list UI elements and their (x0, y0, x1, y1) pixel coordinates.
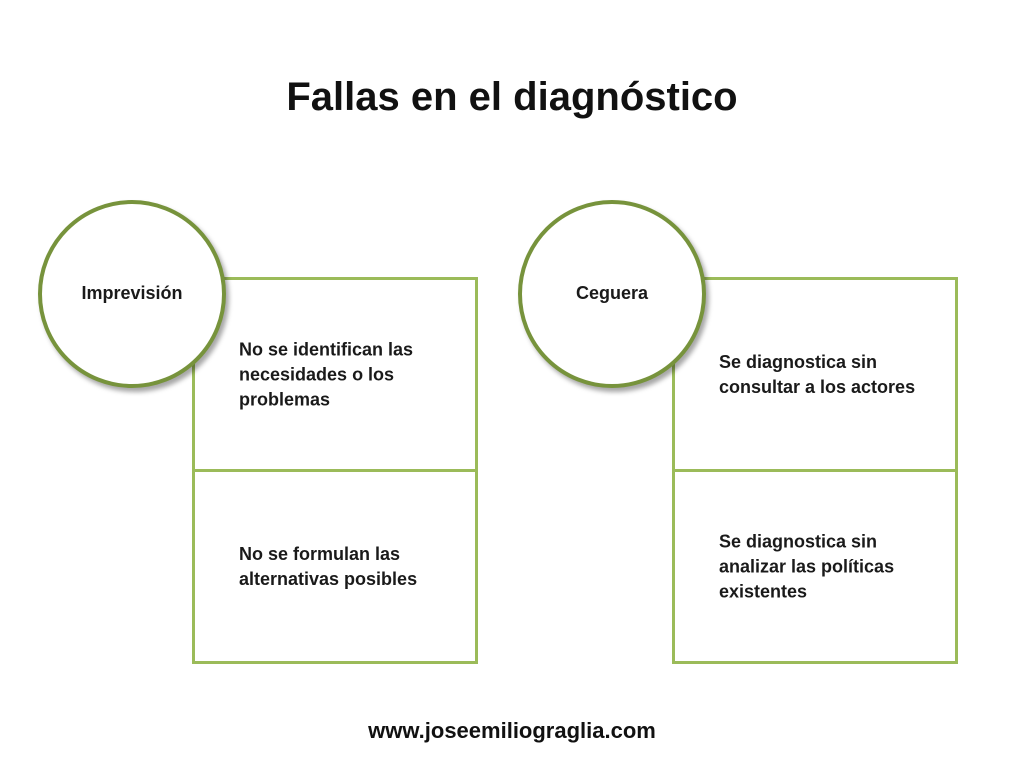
item-box: No se identifican las necesidades o los … (192, 277, 478, 472)
item-text: Se diagnostica sin analizar las política… (719, 531, 895, 601)
category-label: Imprevisión (81, 282, 183, 303)
item-text: Se diagnostica sin consultar a los actor… (719, 351, 916, 397)
category-circle: Ceguera (518, 200, 706, 388)
category-circle: Imprevisión (38, 200, 226, 388)
item-box: No se formulan las alternativas posibles (192, 469, 478, 664)
item-box: Se diagnostica sin consultar a los actor… (672, 277, 958, 472)
group-ceguera: Se diagnostica sin consultar a los actor… (516, 200, 966, 670)
category-label: Ceguera (575, 282, 649, 303)
item-text: No se identifican las necesidades o los … (239, 339, 414, 409)
slide-title: Fallas en el diagnóstico (286, 75, 738, 119)
item-box: Se diagnostica sin analizar las política… (672, 469, 958, 664)
group-imprevision: No se identifican las necesidades o los … (36, 200, 486, 670)
footer-url: www.joseemiliograglia.com (368, 718, 656, 743)
item-text: No se formulan las alternativas posibles (239, 543, 418, 589)
